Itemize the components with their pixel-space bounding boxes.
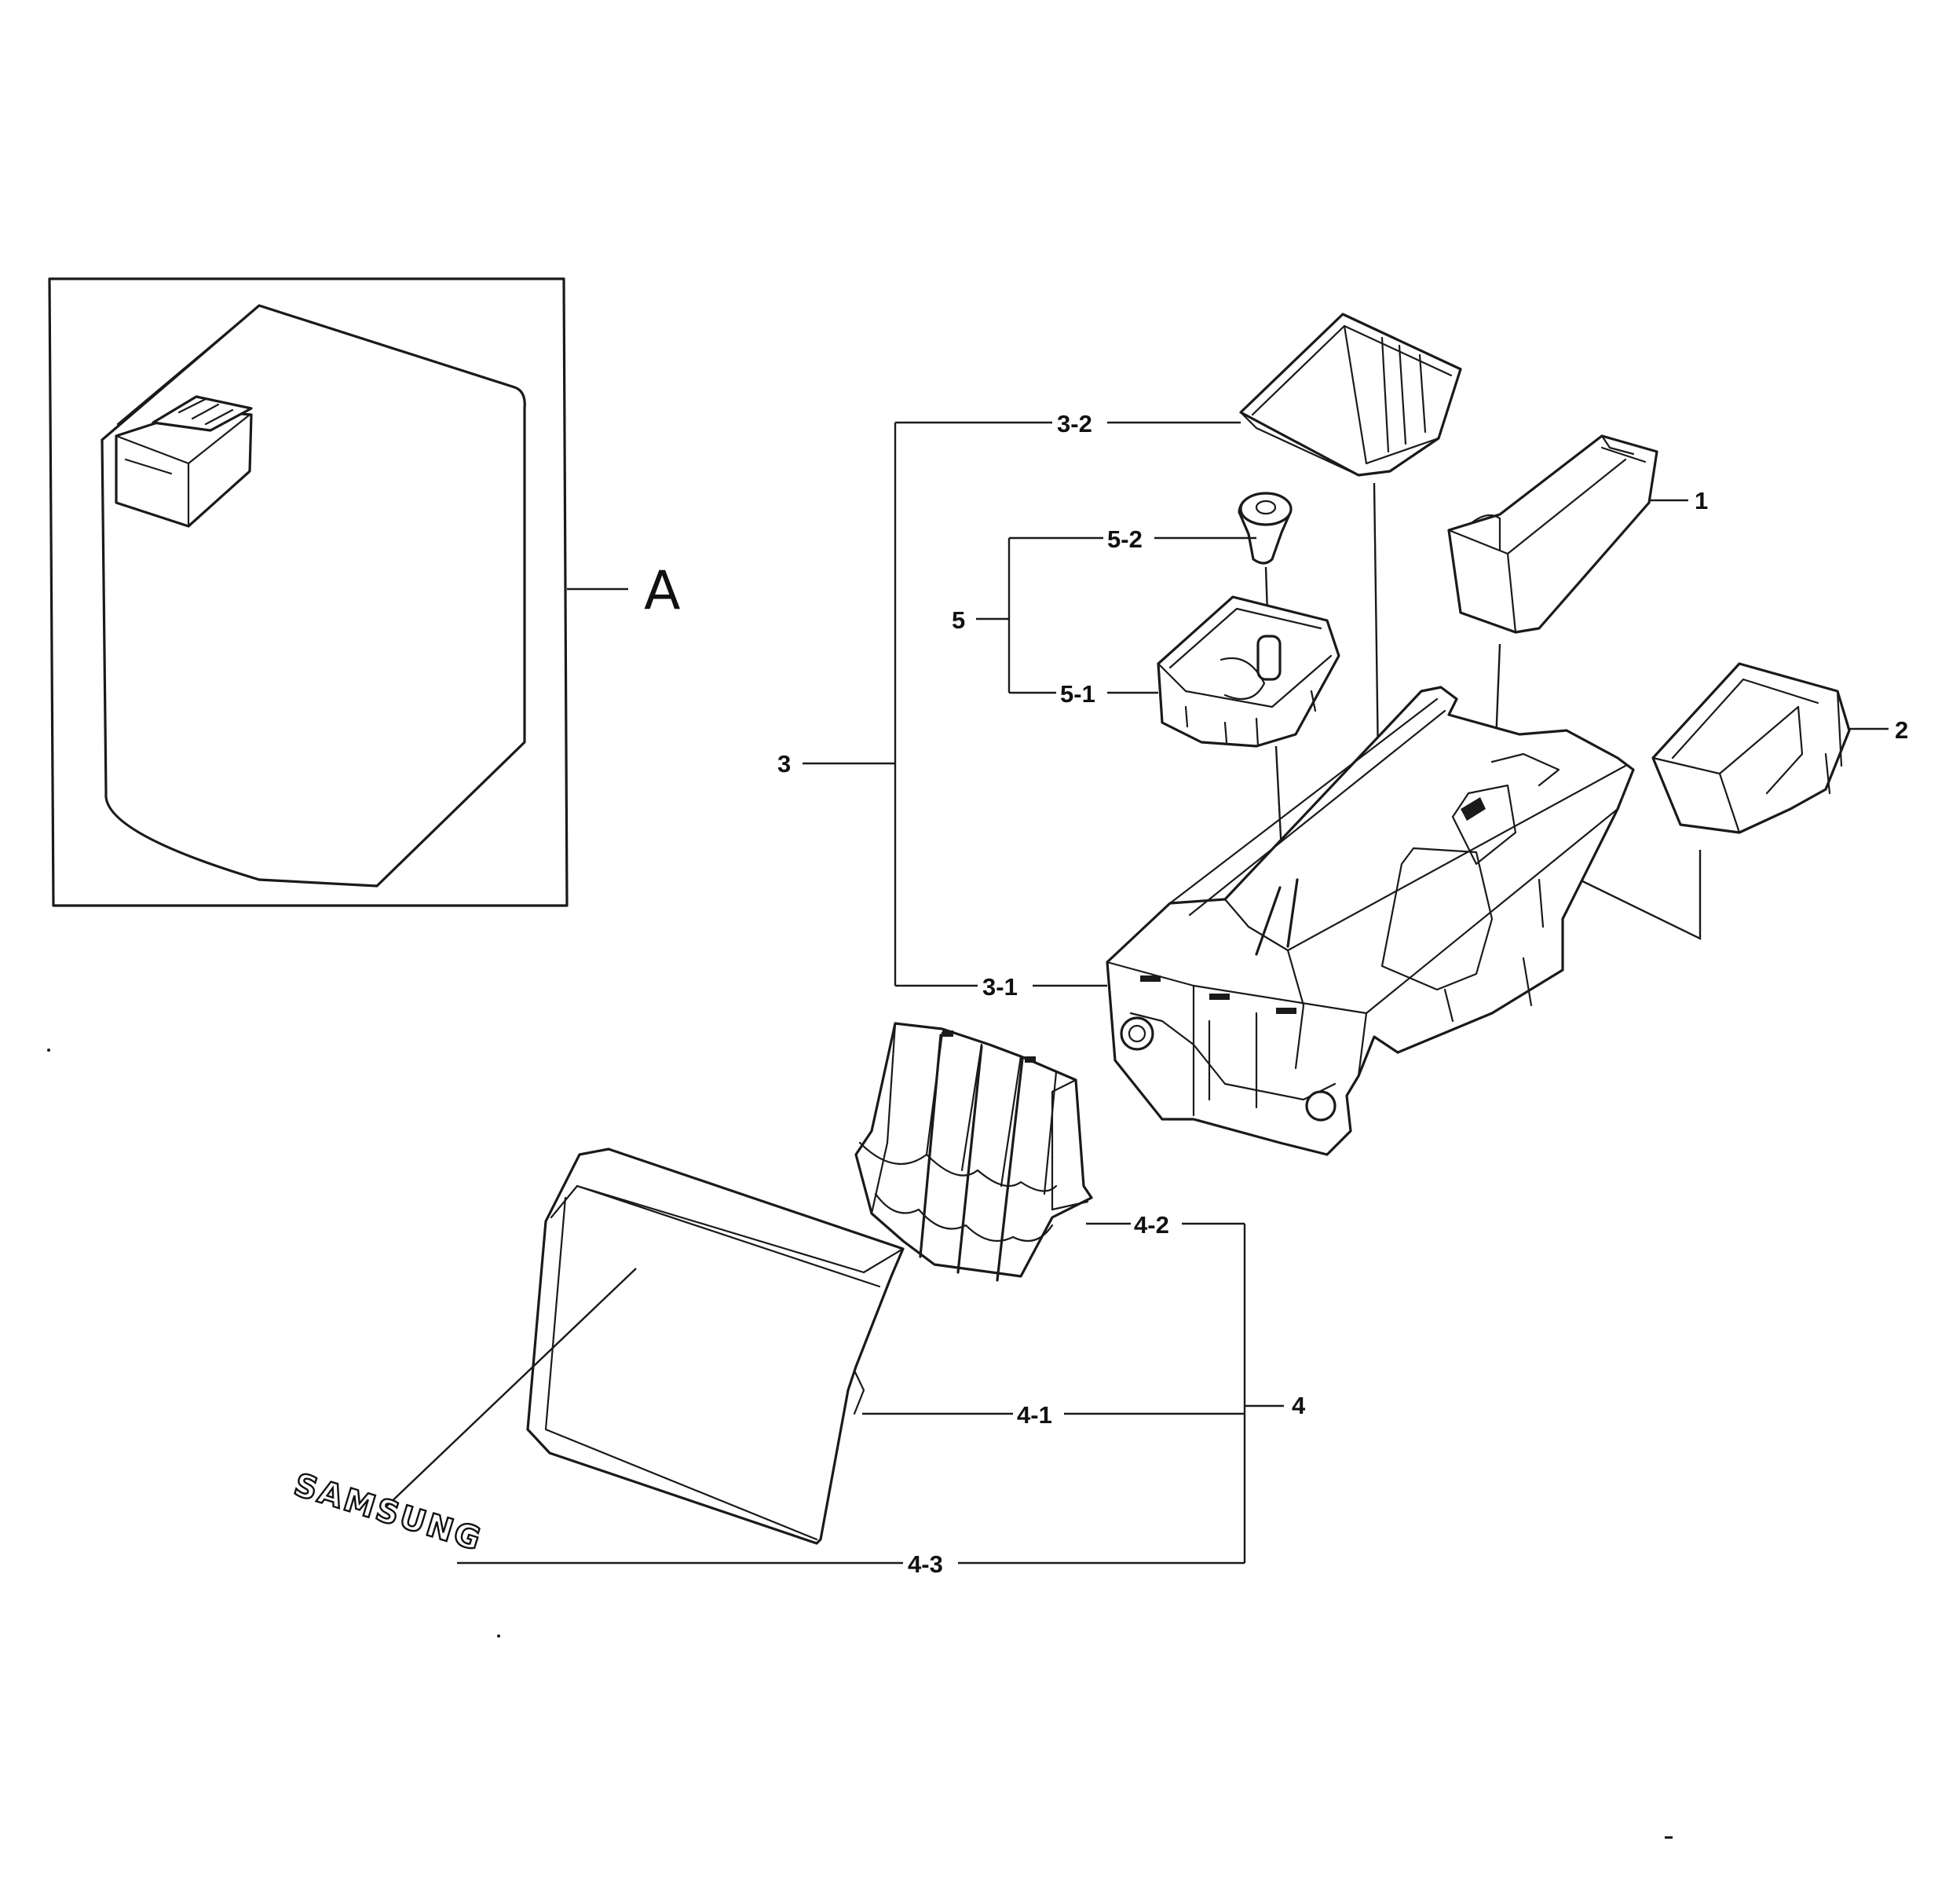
part-1-cup — [1447, 434, 1658, 634]
label-5-1: 5-1 — [1060, 680, 1095, 708]
leader-lines — [457, 421, 1284, 1565]
part-4-2-drawer — [854, 1022, 1093, 1282]
label-4-2: 4-2 — [1134, 1211, 1169, 1239]
label-4: 4 — [1292, 1392, 1306, 1419]
label-1: 1 — [1695, 487, 1708, 514]
label-4-3: 4-3 — [908, 1550, 943, 1578]
part-2-cup — [1651, 662, 1851, 834]
part-3-1-housing — [1106, 686, 1635, 1156]
label-5-2: 5-2 — [1107, 525, 1143, 553]
inset-washer-view — [48, 277, 569, 907]
part-4-1-front-panel — [526, 1147, 905, 1545]
inset-dispenser-drawer — [115, 395, 253, 528]
label-4-1: 4-1 — [1017, 1401, 1052, 1429]
label-3-2: 3-2 — [1057, 410, 1092, 437]
part-5-2-cap — [1238, 492, 1293, 565]
part-5-1-siphon-tray — [1157, 595, 1340, 748]
part-4-3-logo: SAMSUNG — [289, 1466, 488, 1559]
label-3-1: 3-1 — [982, 973, 1018, 1001]
part-3-2-tray — [1239, 313, 1462, 477]
label-5: 5 — [952, 606, 965, 634]
label-a: A — [644, 560, 681, 622]
label-2: 2 — [1895, 716, 1908, 744]
brand-logo-text: SAMSUNG — [290, 1467, 487, 1559]
label-3: 3 — [777, 750, 791, 778]
